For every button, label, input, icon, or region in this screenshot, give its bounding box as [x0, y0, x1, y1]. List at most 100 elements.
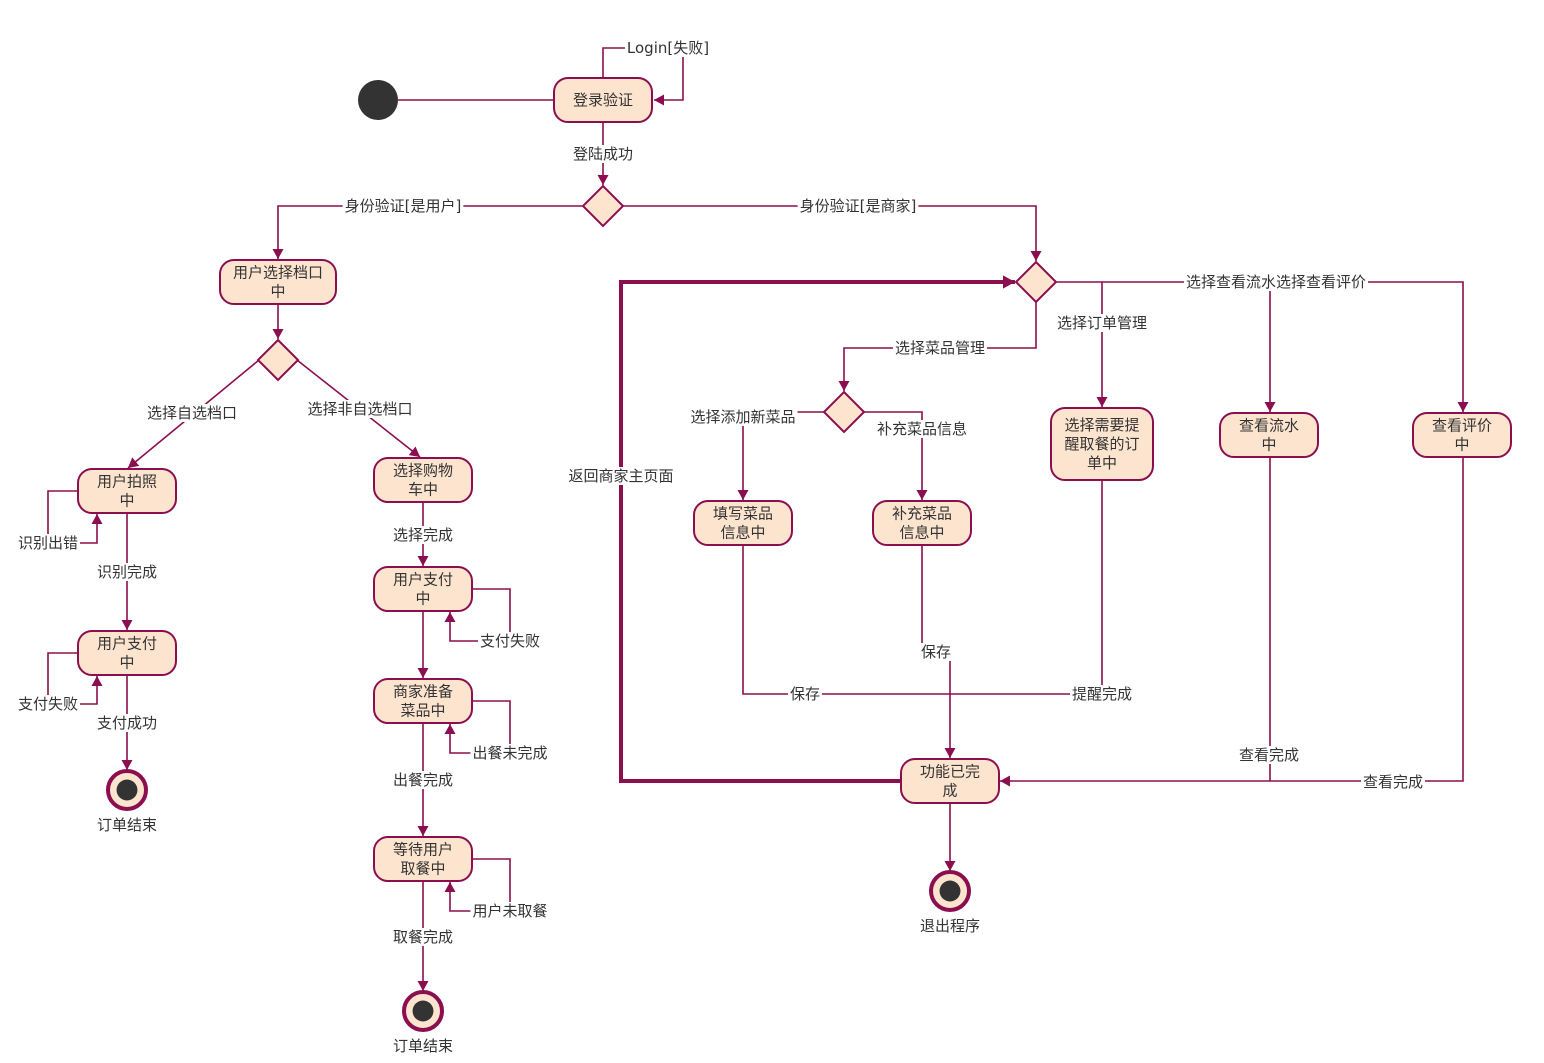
- edge-exit-arrowhead: [944, 861, 956, 871]
- edge-label-not-picked: 用户未取餐: [472, 902, 547, 920]
- edge-pickup-done-arrowhead: [417, 981, 429, 991]
- edge-label-background: [874, 420, 970, 438]
- edge-label-view-done-b: 查看完成: [1363, 773, 1423, 791]
- edge-label-recog-done: 识别完成: [97, 563, 157, 581]
- edge-label-login-success: 登陆成功: [573, 145, 633, 163]
- edge-label-background: [15, 534, 81, 552]
- edge-labels-layer: Login[失败]登陆成功身份验证[是用户]身份验证[是商家]选择自选档口选择非…: [15, 39, 1426, 946]
- edge-label-background: [688, 408, 798, 426]
- action-node-label: 中: [415, 590, 430, 608]
- edge-label-background: [390, 928, 456, 946]
- action-node-box: [693, 500, 793, 546]
- edge-label-recog-error: 识别出错: [18, 534, 78, 552]
- edge-label-view-flow-review: 选择查看流水选择查看评价: [1186, 273, 1366, 291]
- final-node-label: 退出程序: [920, 917, 980, 935]
- action-node-box: [900, 758, 1000, 804]
- edge-save-a: [742, 545, 1102, 695]
- edge-view-flow: [1102, 281, 1271, 412]
- edge-add-new-dish-arrowhead: [737, 490, 749, 500]
- edge-self-stall-arrowhead: [128, 457, 140, 468]
- edge-label-order-mgmt: 选择订单管理: [1057, 314, 1147, 332]
- edge-label-dish-mgmt: 选择菜品管理: [895, 339, 985, 357]
- edge-label-background: [1069, 685, 1135, 703]
- edge-login-success-arrowhead: [597, 175, 609, 185]
- edge-label-background: [1054, 314, 1150, 332]
- edge-label-save-b: 保存: [921, 643, 951, 661]
- action-node-box: [373, 836, 473, 882]
- action-node-box: [77, 630, 177, 676]
- edge-label-background: [477, 632, 543, 650]
- action-node-label: 用户选择档口: [233, 264, 323, 282]
- action-node-label: 信息中: [720, 524, 765, 542]
- edge-pay-fail-a-loop-arrowhead: [91, 676, 103, 686]
- edge-label-self-stall: 选择自选档口: [147, 404, 237, 422]
- decision-node-d-dish: [822, 390, 866, 434]
- final-node-label: 订单结束: [393, 1037, 453, 1055]
- edge-meal-done-arrowhead: [417, 826, 429, 836]
- final-node-end-a: 订单结束: [97, 769, 157, 834]
- final-node-dot: [412, 1000, 434, 1022]
- edge-recog-error-loop-arrowhead: [91, 514, 103, 524]
- decision-node-d-merchant: [1014, 260, 1058, 304]
- edge-label-background: [15, 695, 81, 713]
- edge-stall-to-decision-arrowhead: [272, 329, 284, 339]
- edge-is-user: [277, 205, 583, 259]
- action-node-box: [1050, 407, 1154, 481]
- edge-view-review: [1270, 281, 1464, 412]
- action-node-box: [373, 457, 473, 503]
- edge-label-background: [470, 744, 550, 762]
- edge-is-merchant-arrowhead: [1030, 251, 1042, 261]
- edge-label-background: [1236, 746, 1302, 764]
- edge-label-background: [797, 197, 919, 215]
- decision-node-d-identity: [581, 184, 625, 228]
- edge-label-background: [342, 197, 464, 215]
- edge-label-background: [1183, 273, 1369, 291]
- edge-label-background: [470, 902, 550, 920]
- edge-label-background: [566, 467, 676, 485]
- edge-view-flow-arrowhead: [1264, 402, 1276, 412]
- final-node-dot: [939, 880, 961, 902]
- action-node-label: 等待用户: [393, 841, 453, 859]
- edge-label-background: [570, 145, 636, 163]
- edge-label-view-done-a: 查看完成: [1239, 746, 1299, 764]
- edge-supplement-info: [864, 411, 923, 500]
- action-node-label: 用户支付: [97, 635, 157, 653]
- action-node-label: 登录验证: [573, 91, 633, 109]
- action-node-box: [219, 259, 337, 305]
- edge-is-merchant: [623, 205, 1037, 261]
- edge-label-supplement-info: 补充菜品信息: [877, 420, 967, 438]
- action-node-label: 中: [119, 492, 134, 510]
- edge-label-background: [305, 400, 415, 418]
- action-node-box: [553, 77, 653, 123]
- edge-label-background: [624, 39, 712, 57]
- action-node-label: 信息中: [899, 524, 944, 542]
- edge-select-done-arrowhead: [417, 556, 429, 566]
- edge-order-mgmt: [1056, 281, 1103, 407]
- action-node-box: [77, 468, 177, 514]
- edge-view-review-done-arrowhead: [1000, 775, 1010, 787]
- edge-dish-mgmt-arrowhead: [838, 381, 850, 391]
- edge-label-background: [94, 714, 160, 732]
- action-node-label: 选择购物: [393, 462, 453, 480]
- action-node-label: 中: [1261, 436, 1276, 454]
- edge-view-review-done: [1000, 457, 1464, 782]
- edge-label-add-new-dish: 选择添加新菜品: [690, 408, 795, 426]
- edge-pay-fail-b-loop-arrowhead: [444, 612, 456, 622]
- edge-label-remind-done: 提醒完成: [1072, 685, 1132, 703]
- edge-label-meal-not-done: 出餐未完成: [472, 744, 547, 762]
- decision-node-d-stall: [256, 338, 300, 382]
- initial-node: [358, 80, 398, 120]
- final-node-end-b: 订单结束: [393, 990, 453, 1055]
- edge-label-meal-done: 出餐完成: [393, 771, 453, 789]
- edge-label-pay-success: 支付成功: [97, 714, 157, 732]
- action-node-label: 单中: [1087, 454, 1117, 472]
